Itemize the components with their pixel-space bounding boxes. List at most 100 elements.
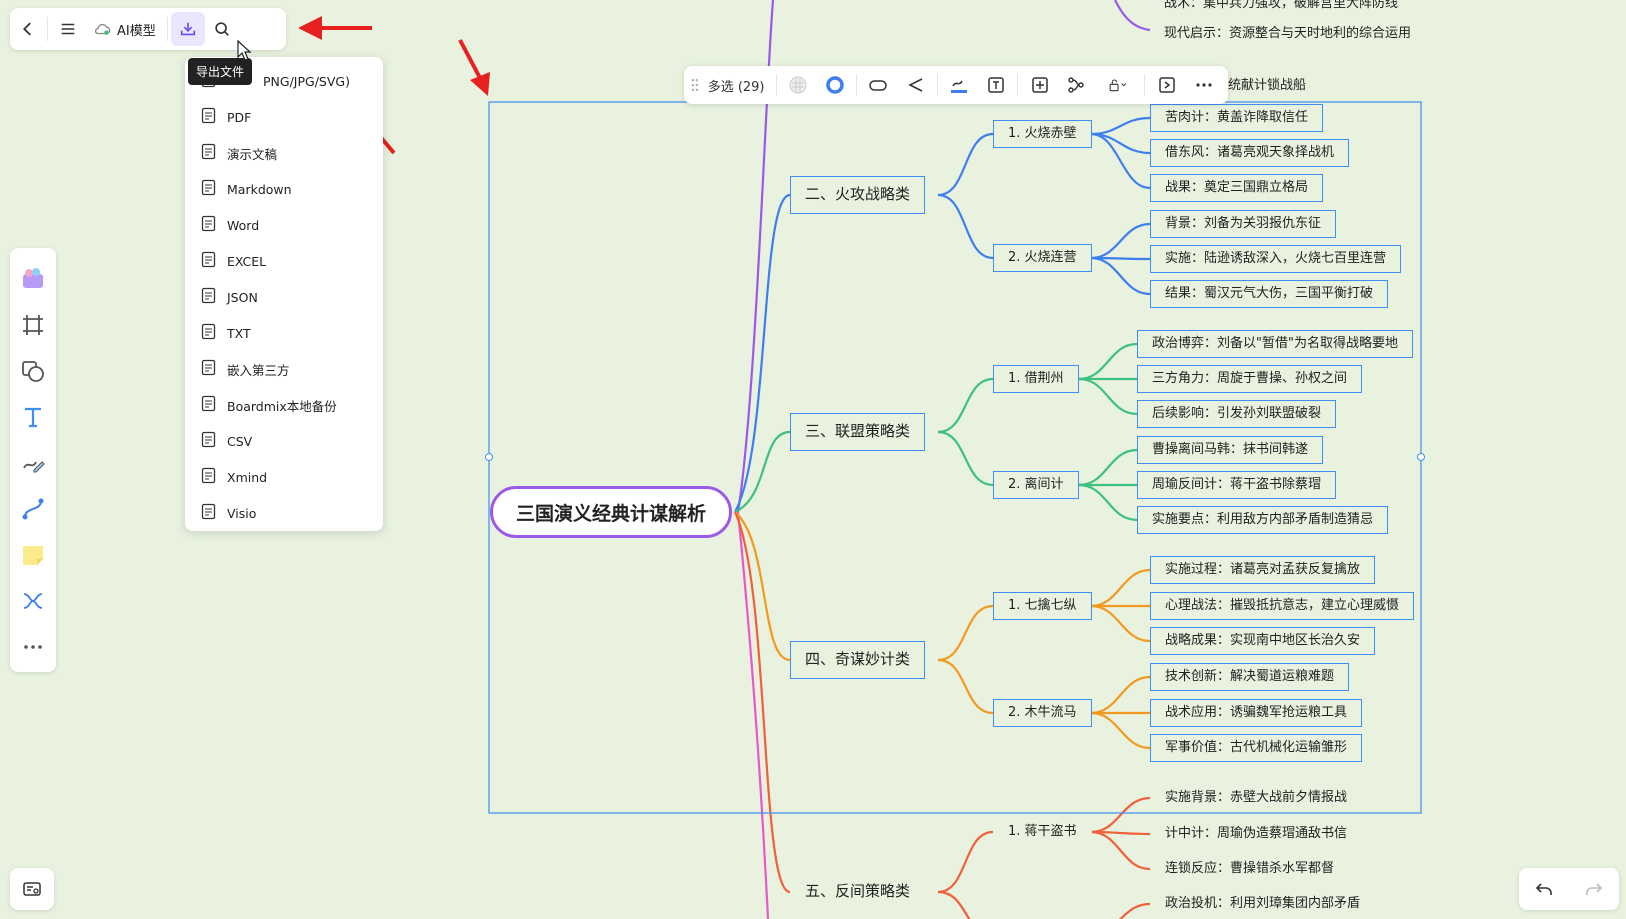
mindmap-tool[interactable] bbox=[15, 578, 51, 624]
ai-model-button[interactable]: AI模型 bbox=[85, 12, 164, 46]
text-style-button[interactable] bbox=[977, 69, 1014, 101]
text-tool[interactable] bbox=[15, 394, 51, 440]
leaf-node[interactable]: 计中计：周瑜伪造蔡瑁通敌书信 bbox=[1150, 820, 1363, 848]
export-option-9[interactable]: Boardmix本地备份 bbox=[185, 387, 383, 423]
selection-handle-right[interactable] bbox=[1417, 453, 1425, 461]
pdf-icon bbox=[200, 107, 217, 127]
more-options-button[interactable] bbox=[1185, 69, 1222, 101]
leaf-node[interactable]: 曹操离间马韩：抹书间韩遂 bbox=[1137, 436, 1324, 464]
search-button[interactable] bbox=[205, 12, 239, 46]
export-option-1[interactable]: PDF bbox=[185, 99, 383, 135]
connector-tool[interactable] bbox=[15, 486, 51, 532]
leaf-line bbox=[1090, 222, 1151, 260]
sub-line bbox=[937, 830, 994, 894]
shape-tool[interactable] bbox=[15, 348, 51, 394]
map-icon bbox=[23, 882, 41, 896]
templates-tool[interactable] bbox=[15, 256, 51, 302]
sub-node[interactable]: 2. 木牛流马 bbox=[993, 699, 1092, 727]
more-tools[interactable] bbox=[15, 624, 51, 670]
branch-node-0[interactable]: 二、火攻战略类 bbox=[790, 176, 926, 214]
branch-node-2[interactable]: 四、奇谋妙计类 bbox=[790, 641, 926, 679]
hamburger-icon bbox=[61, 23, 75, 35]
frame-tool[interactable] bbox=[15, 302, 51, 348]
selection-handle-left[interactable] bbox=[485, 453, 493, 461]
sub-node[interactable]: 1. 蒋干盗书 bbox=[993, 818, 1092, 846]
mindmap-root-node[interactable]: 三国演义经典计谋解析 bbox=[490, 486, 732, 538]
leaf-node[interactable]: 实施过程：诸葛亮对孟获反复擒放 bbox=[1150, 556, 1376, 584]
leaf-node[interactable]: 军事价值：古代机械化运输雏形 bbox=[1150, 734, 1363, 762]
cursor-icon bbox=[237, 40, 252, 61]
leaf-node[interactable]: 背景：刘备为关羽报仇东征 bbox=[1150, 210, 1337, 238]
back-button[interactable] bbox=[10, 12, 44, 46]
leaf-node[interactable]: 周瑜反间计：蒋干盗书除蔡瑁 bbox=[1137, 471, 1337, 499]
root-label: 三国演义经典计谋解析 bbox=[515, 502, 706, 525]
leaf-node[interactable]: 政治博弈：刘备以"暂借"为名取得战略要地 bbox=[1137, 330, 1413, 358]
chain-strategy-text[interactable]: 统献计锁战船 bbox=[1228, 78, 1307, 93]
more-icon bbox=[24, 645, 42, 649]
sub-node[interactable]: 1. 七擒七纵 bbox=[993, 592, 1092, 620]
sticky-note-tool[interactable] bbox=[15, 532, 51, 578]
leaf-node[interactable]: 实施要点：利用敌方内部矛盾制造猜忌 bbox=[1137, 506, 1389, 534]
leaf-node[interactable]: 战略成果：实现南中地区长治久安 bbox=[1150, 627, 1376, 655]
leaf-node[interactable]: 实施背景：赤壁大战前夕情报战 bbox=[1150, 784, 1363, 812]
leaf-node[interactable]: 连锁反应：曹操错杀水军都督 bbox=[1150, 855, 1350, 883]
divider bbox=[166, 17, 168, 41]
drag-handle-icon[interactable] bbox=[690, 75, 700, 95]
line-color-button[interactable] bbox=[941, 69, 978, 101]
undo-icon[interactable] bbox=[1534, 879, 1554, 899]
embed-icon bbox=[200, 359, 217, 379]
export-option-12[interactable]: Visio bbox=[185, 495, 383, 531]
add-node-button[interactable] bbox=[1021, 69, 1058, 101]
word-icon bbox=[200, 215, 217, 235]
minimap-button[interactable] bbox=[10, 868, 54, 910]
sub-node[interactable]: 2. 离间计 bbox=[993, 471, 1079, 499]
sub-node[interactable]: 1. 借荆州 bbox=[993, 365, 1079, 393]
sub-node[interactable]: 2. 火烧连营 bbox=[993, 244, 1092, 272]
present-button[interactable] bbox=[1148, 69, 1185, 101]
leaf-node[interactable]: 政治投机：利用刘璋集团内部矛盾 bbox=[1150, 890, 1376, 918]
lock-button[interactable] bbox=[1095, 69, 1142, 101]
export-option-4[interactable]: Word bbox=[185, 207, 383, 243]
leaf-node[interactable]: 战果：奠定三国鼎立格局 bbox=[1150, 174, 1324, 202]
leaf-node[interactable]: 实施：陆逊诱敌深入，火烧七百里连营 bbox=[1150, 245, 1402, 273]
leaf-node[interactable]: 结果：蜀汉元气大伤，三国平衡打破 bbox=[1150, 280, 1389, 308]
leaf-node[interactable]: 战术应用：诱骗魏军抢运粮工具 bbox=[1150, 699, 1363, 727]
fill-color-button[interactable] bbox=[779, 69, 816, 101]
leaf-node[interactable]: 后续影响：引发孙刘联盟破裂 bbox=[1137, 400, 1337, 428]
export-option-5[interactable]: EXCEL bbox=[185, 243, 383, 279]
layout-button[interactable] bbox=[1058, 69, 1095, 101]
pen-tool[interactable] bbox=[15, 440, 51, 486]
export-option-2[interactable]: 演示文稿 bbox=[185, 135, 383, 171]
export-option-11[interactable]: Xmind bbox=[185, 459, 383, 495]
export-option-10[interactable]: CSV bbox=[185, 423, 383, 459]
line-style-button[interactable] bbox=[897, 69, 934, 101]
modern-insight-text[interactable]: 现代启示：资源整合与天时地利的综合运用 bbox=[1164, 26, 1412, 41]
partial-leaf-text[interactable]: 战术：集中兵力强攻，破解宫里大阵防线 bbox=[1164, 0, 1399, 11]
search-icon bbox=[215, 22, 229, 36]
markdown-icon bbox=[200, 179, 217, 199]
export-option-6[interactable]: JSON bbox=[185, 279, 383, 315]
sub-line bbox=[937, 377, 994, 434]
export-option-7[interactable]: TXT bbox=[185, 315, 383, 351]
leaf-node[interactable]: 心理战法：摧毁抵抗意志，建立心理威慑 bbox=[1150, 592, 1415, 620]
leaf-node[interactable]: 苦肉计：黄盖诈降取信任 bbox=[1150, 104, 1324, 132]
export-option-3[interactable]: Markdown bbox=[185, 171, 383, 207]
sub-node[interactable]: 1. 火烧赤壁 bbox=[993, 120, 1092, 148]
leaf-node[interactable]: 技术创新：解决蜀道运粮难题 bbox=[1150, 663, 1350, 691]
menu-button[interactable] bbox=[51, 12, 85, 46]
export-option-label: PDF bbox=[227, 109, 252, 125]
node-shape-button[interactable] bbox=[860, 69, 897, 101]
leaf-node[interactable]: 借东风：诸葛亮观天象择战机 bbox=[1150, 139, 1350, 167]
branch-node-3[interactable]: 五、反间策略类 bbox=[790, 873, 926, 911]
branch-node-1[interactable]: 三、联盟策略类 bbox=[790, 413, 926, 451]
leaf-node[interactable]: 三方角力：周旋于曹操、孙权之间 bbox=[1137, 365, 1363, 393]
backup-icon bbox=[200, 395, 217, 415]
layout-icon bbox=[1068, 77, 1085, 93]
branch-line-icon bbox=[908, 78, 923, 92]
redo-icon[interactable] bbox=[1584, 879, 1604, 899]
border-color-button[interactable] bbox=[816, 69, 853, 101]
history-controls bbox=[1519, 868, 1619, 910]
export-button[interactable] bbox=[170, 12, 205, 46]
export-option-8[interactable]: 嵌入第三方 bbox=[185, 351, 383, 387]
